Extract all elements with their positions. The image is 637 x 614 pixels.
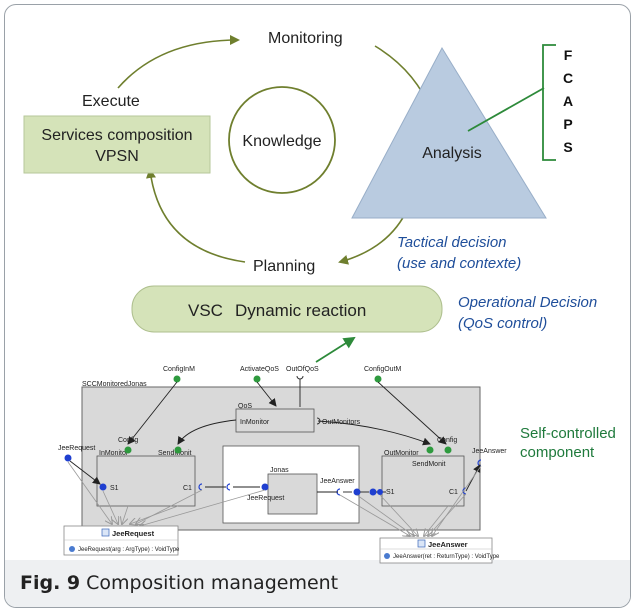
interface-dependency-arrows bbox=[67, 461, 482, 536]
in-monitor-c1-label: C1 bbox=[183, 485, 192, 492]
analysis-triangle bbox=[351, 46, 547, 219]
execute-label: Execute bbox=[82, 93, 140, 110]
out-monitors-label: OutMonitors bbox=[322, 419, 361, 426]
jee-request-interface-icon bbox=[101, 528, 110, 537]
jonas-jee-request-label: JeeRequest bbox=[247, 495, 284, 502]
activate-qos-port bbox=[253, 375, 261, 383]
jee-answer-interface-box bbox=[379, 537, 493, 564]
fcaps-letter-a: A bbox=[563, 93, 573, 109]
arrow-planning-to-services bbox=[146, 168, 246, 263]
jee-request-external-label: JeeRequest bbox=[58, 445, 95, 452]
jee-request-interface-box bbox=[63, 525, 179, 556]
qos-in-monitor-port-label: InMonitor bbox=[240, 419, 270, 426]
dynamic-reaction-group: VSC Dynamic reaction Operational Decisio… bbox=[131, 285, 597, 363]
fcaps-letter-c: C bbox=[563, 70, 573, 86]
config-in-port bbox=[173, 375, 181, 383]
jee-answer-interface-icon bbox=[417, 539, 426, 548]
analysis-label: Analysis bbox=[422, 145, 482, 162]
out-monitor-config-port bbox=[444, 446, 452, 454]
qos-component-name: QoS bbox=[238, 403, 252, 410]
config-out-label: ConfigOutM bbox=[364, 366, 402, 373]
jee-request-method: JeeRequest(arg : ArgType) : VoidType bbox=[78, 547, 180, 553]
self-controlled-sublabel: component bbox=[520, 444, 595, 461]
jonas-jee-answer-label: JeeAnswer bbox=[320, 478, 355, 485]
dynamic-reaction-label: Dynamic reaction bbox=[235, 301, 366, 320]
jee-answer-external-label: JeeAnswer bbox=[472, 448, 507, 455]
in-monitor-s1-label: S1 bbox=[110, 485, 119, 492]
services-composition-label: Services composition bbox=[41, 127, 192, 144]
fcaps-letter-f: F bbox=[564, 47, 573, 63]
planning-label: Planning bbox=[253, 258, 315, 275]
out-of-qos-port bbox=[296, 375, 304, 380]
vpsn-label: VPSN bbox=[95, 148, 139, 165]
outer-component-name: SCCMonitoredJonas bbox=[82, 381, 147, 388]
jee-answer-interface-title: JeeAnswer bbox=[428, 540, 468, 549]
knowledge-label: Knowledge bbox=[242, 133, 321, 150]
jee-request-method-icon bbox=[69, 546, 75, 552]
config-out-port bbox=[374, 375, 382, 383]
vsc-label: VSC bbox=[188, 301, 223, 320]
figure-caption-text: Composition management bbox=[86, 572, 339, 594]
jonas-component-box bbox=[267, 473, 318, 515]
activate-qos-label: ActivateQoS bbox=[240, 366, 279, 373]
out-of-qos-label: OutOfQoS bbox=[286, 366, 319, 373]
self-controlled-label: Self-controlled bbox=[520, 425, 616, 442]
tactical-decision-sublabel: (use and contexte) bbox=[397, 255, 521, 272]
in-monitor-sendmonit-port bbox=[174, 446, 182, 454]
knowledge-circle bbox=[228, 86, 336, 194]
jee-answer-method-icon bbox=[384, 553, 390, 559]
operational-decision-label: Operational Decision bbox=[458, 294, 597, 311]
jee-request-interface-title: JeeRequest bbox=[112, 529, 155, 538]
out-monitor-name: OutMonitor bbox=[384, 450, 419, 457]
jee-answer-method: JeeAnswer(ret : ReturnType) : VoidType bbox=[393, 554, 500, 560]
in-monitor-c1-port bbox=[198, 483, 203, 491]
operational-decision-sublabel: (QoS control) bbox=[458, 315, 547, 332]
out-monitor-s1-label: S1 bbox=[386, 489, 395, 496]
dynamic-reaction-box bbox=[131, 285, 443, 333]
out-monitor-config-label: Config bbox=[437, 437, 457, 444]
fcaps-letter-p: P bbox=[563, 116, 572, 132]
fcaps-connector bbox=[467, 87, 545, 132]
tactical-decision-label: Tactical decision bbox=[397, 234, 507, 251]
in-monitor-box bbox=[96, 455, 196, 507]
jonas-in-port bbox=[261, 483, 269, 491]
in-monitor-config-label: Config bbox=[118, 437, 138, 444]
out-monitor-sendmonit-label: SendMonit bbox=[412, 461, 446, 468]
in-monitor-sendmonit-label: SendMonit bbox=[158, 450, 192, 457]
control-loop: Monitoring Execute Services composition … bbox=[23, 30, 573, 275]
monitoring-label: Monitoring bbox=[268, 30, 343, 47]
fcaps-bracket bbox=[542, 44, 556, 161]
out-monitor-c1-label: C1 bbox=[449, 489, 458, 496]
qos-to-reaction-arrow bbox=[315, 336, 356, 363]
figure-number: Fig. 9 bbox=[20, 572, 81, 594]
jee-request-external-port bbox=[64, 454, 72, 462]
self-controlled-component: Self-controlled component ConfigInM Acti… bbox=[58, 366, 616, 564]
services-composition-box bbox=[23, 115, 211, 174]
out-monitor-box bbox=[381, 455, 465, 507]
in-monitor-config-port bbox=[124, 446, 132, 454]
config-in-label: ConfigInM bbox=[163, 366, 195, 373]
in-monitor-name: InMonitor bbox=[99, 450, 129, 457]
arrow-execute-to-monitoring bbox=[117, 35, 240, 89]
qos-component-box bbox=[235, 408, 315, 433]
in-monitor-s1-port bbox=[99, 483, 107, 491]
caption-bar bbox=[5, 560, 630, 607]
jonas-label: Jonas bbox=[270, 467, 289, 474]
out-monitor-s1-port bbox=[377, 489, 383, 495]
fcaps-letter-s: S bbox=[563, 139, 572, 155]
out-monitor-sendmonit-port bbox=[426, 446, 434, 454]
